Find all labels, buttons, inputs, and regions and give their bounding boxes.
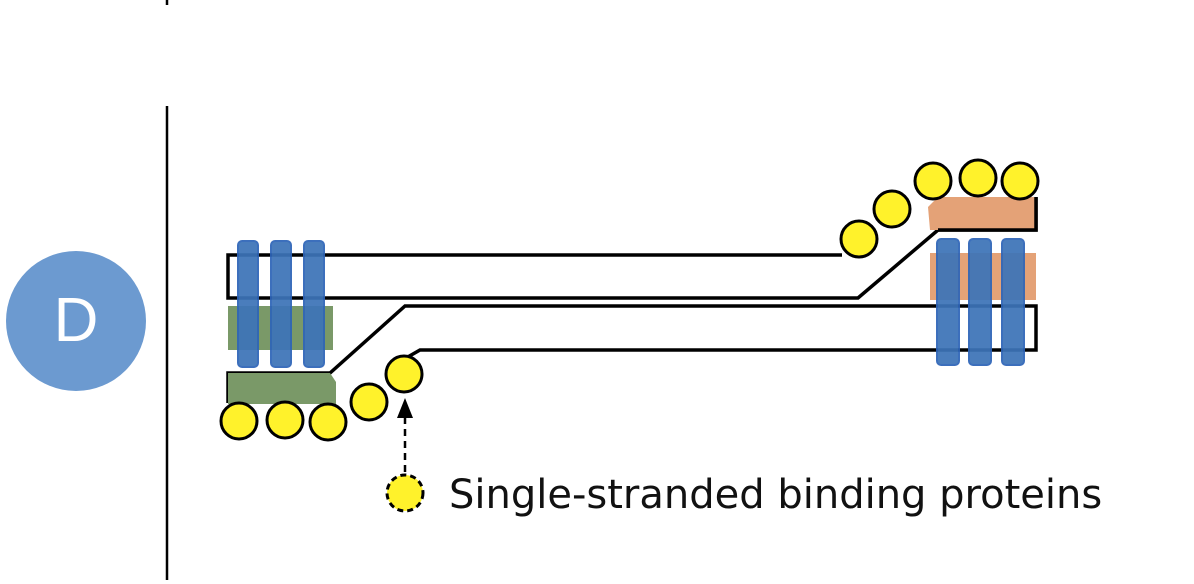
panel-letter: D: [53, 286, 99, 355]
ssb-protein: [308, 402, 348, 442]
ssb-protein: [265, 400, 305, 440]
left-clamp-bar-3: [303, 240, 325, 368]
left-clamp-bar-1: [237, 240, 259, 368]
ssb-protein: [349, 382, 389, 422]
panel-badge: D: [6, 251, 146, 391]
ssb-protein: [219, 401, 259, 441]
ssb-protein: [839, 219, 879, 259]
ssb-protein: [1000, 161, 1040, 201]
ssb-protein: [913, 161, 953, 201]
arrow-head-icon: [397, 398, 413, 418]
orange-cap-outline: [938, 197, 1038, 232]
orange-protein-cap: [928, 197, 1036, 230]
ssb-protein-icon: [385, 473, 425, 513]
top-dna-strand: [226, 197, 1038, 300]
legend-label: Single-stranded binding proteins: [449, 472, 1102, 518]
bottom-dna-strand: [226, 304, 1038, 403]
right-clamp-bar-3: [1001, 238, 1025, 366]
ssb-protein: [958, 158, 998, 198]
right-clamp-bar-2: [968, 238, 992, 366]
left-clamp-bar-2: [270, 240, 292, 368]
ssb-protein: [872, 189, 912, 229]
green-protein-cap: [228, 373, 336, 404]
ssb-protein: [384, 354, 424, 394]
right-clamp-bar-1: [936, 238, 960, 366]
